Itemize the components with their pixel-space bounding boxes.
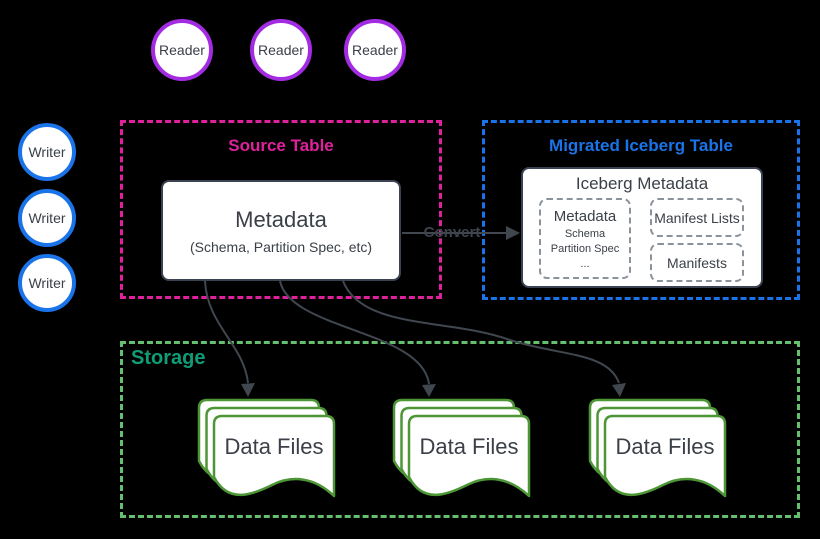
manifest-lists-label: Manifest Lists bbox=[654, 209, 740, 226]
data-files-label: Data Files bbox=[615, 434, 715, 459]
iceberg-metadata-title: Iceberg Metadata bbox=[575, 174, 709, 193]
writer-label: Writer bbox=[28, 210, 66, 226]
source-table-title: Source Table bbox=[228, 136, 334, 155]
reader-node-1: Reader bbox=[151, 19, 213, 81]
writer-node-2: Writer bbox=[18, 189, 76, 247]
data-files-stack-2: Data Files bbox=[392, 398, 531, 502]
source-metadata-title: Metadata bbox=[235, 206, 327, 232]
source-metadata-box: Metadata (Schema, Partition Spec, etc) bbox=[161, 180, 401, 281]
reader-node-3: Reader bbox=[344, 19, 406, 81]
writer-label: Writer bbox=[28, 144, 66, 160]
writer-node-3: Writer bbox=[18, 254, 76, 312]
source-table-group: Source Table Metadata (Schema, Partition… bbox=[120, 120, 442, 299]
iceberg-inner-metadata-title: Metadata bbox=[553, 207, 617, 225]
data-files-label: Data Files bbox=[419, 434, 519, 459]
iceberg-inner-ellipsis-label: ... bbox=[580, 257, 590, 270]
convert-arrow-label: Convert bbox=[423, 224, 481, 241]
reader-node-2: Reader bbox=[250, 19, 312, 81]
iceberg-metadata-box: Iceberg Metadata Metadata Schema Partiti… bbox=[521, 167, 763, 288]
document-stack-icon bbox=[392, 398, 531, 498]
document-stack-icon bbox=[588, 398, 727, 498]
reader-label: Reader bbox=[352, 42, 398, 58]
manifest-lists-box: Manifest Lists bbox=[650, 198, 744, 237]
manifests-box: Manifests bbox=[650, 243, 744, 282]
document-stack-icon bbox=[197, 398, 336, 498]
data-files-stack-3: Data Files bbox=[588, 398, 727, 502]
storage-title: Storage bbox=[131, 347, 206, 369]
reader-label: Reader bbox=[258, 42, 304, 58]
data-files-stack-1: Data Files bbox=[197, 398, 336, 502]
iceberg-inner-schema-label: Schema bbox=[564, 227, 606, 240]
iceberg-inner-metadata-box: Metadata Schema Partition Spec ... bbox=[539, 198, 631, 279]
reader-label: Reader bbox=[159, 42, 205, 58]
data-files-label: Data Files bbox=[224, 434, 324, 459]
writer-label: Writer bbox=[28, 275, 66, 291]
migrated-iceberg-table-title: Migrated Iceberg Table bbox=[549, 136, 733, 155]
migrated-iceberg-table-group: Migrated Iceberg Table Iceberg Metadata … bbox=[482, 120, 800, 300]
writer-node-1: Writer bbox=[18, 123, 76, 181]
iceberg-inner-partition-spec-label: Partition Spec bbox=[550, 242, 620, 255]
source-metadata-subtitle: (Schema, Partition Spec, etc) bbox=[189, 238, 373, 255]
manifests-label: Manifests bbox=[667, 254, 727, 271]
